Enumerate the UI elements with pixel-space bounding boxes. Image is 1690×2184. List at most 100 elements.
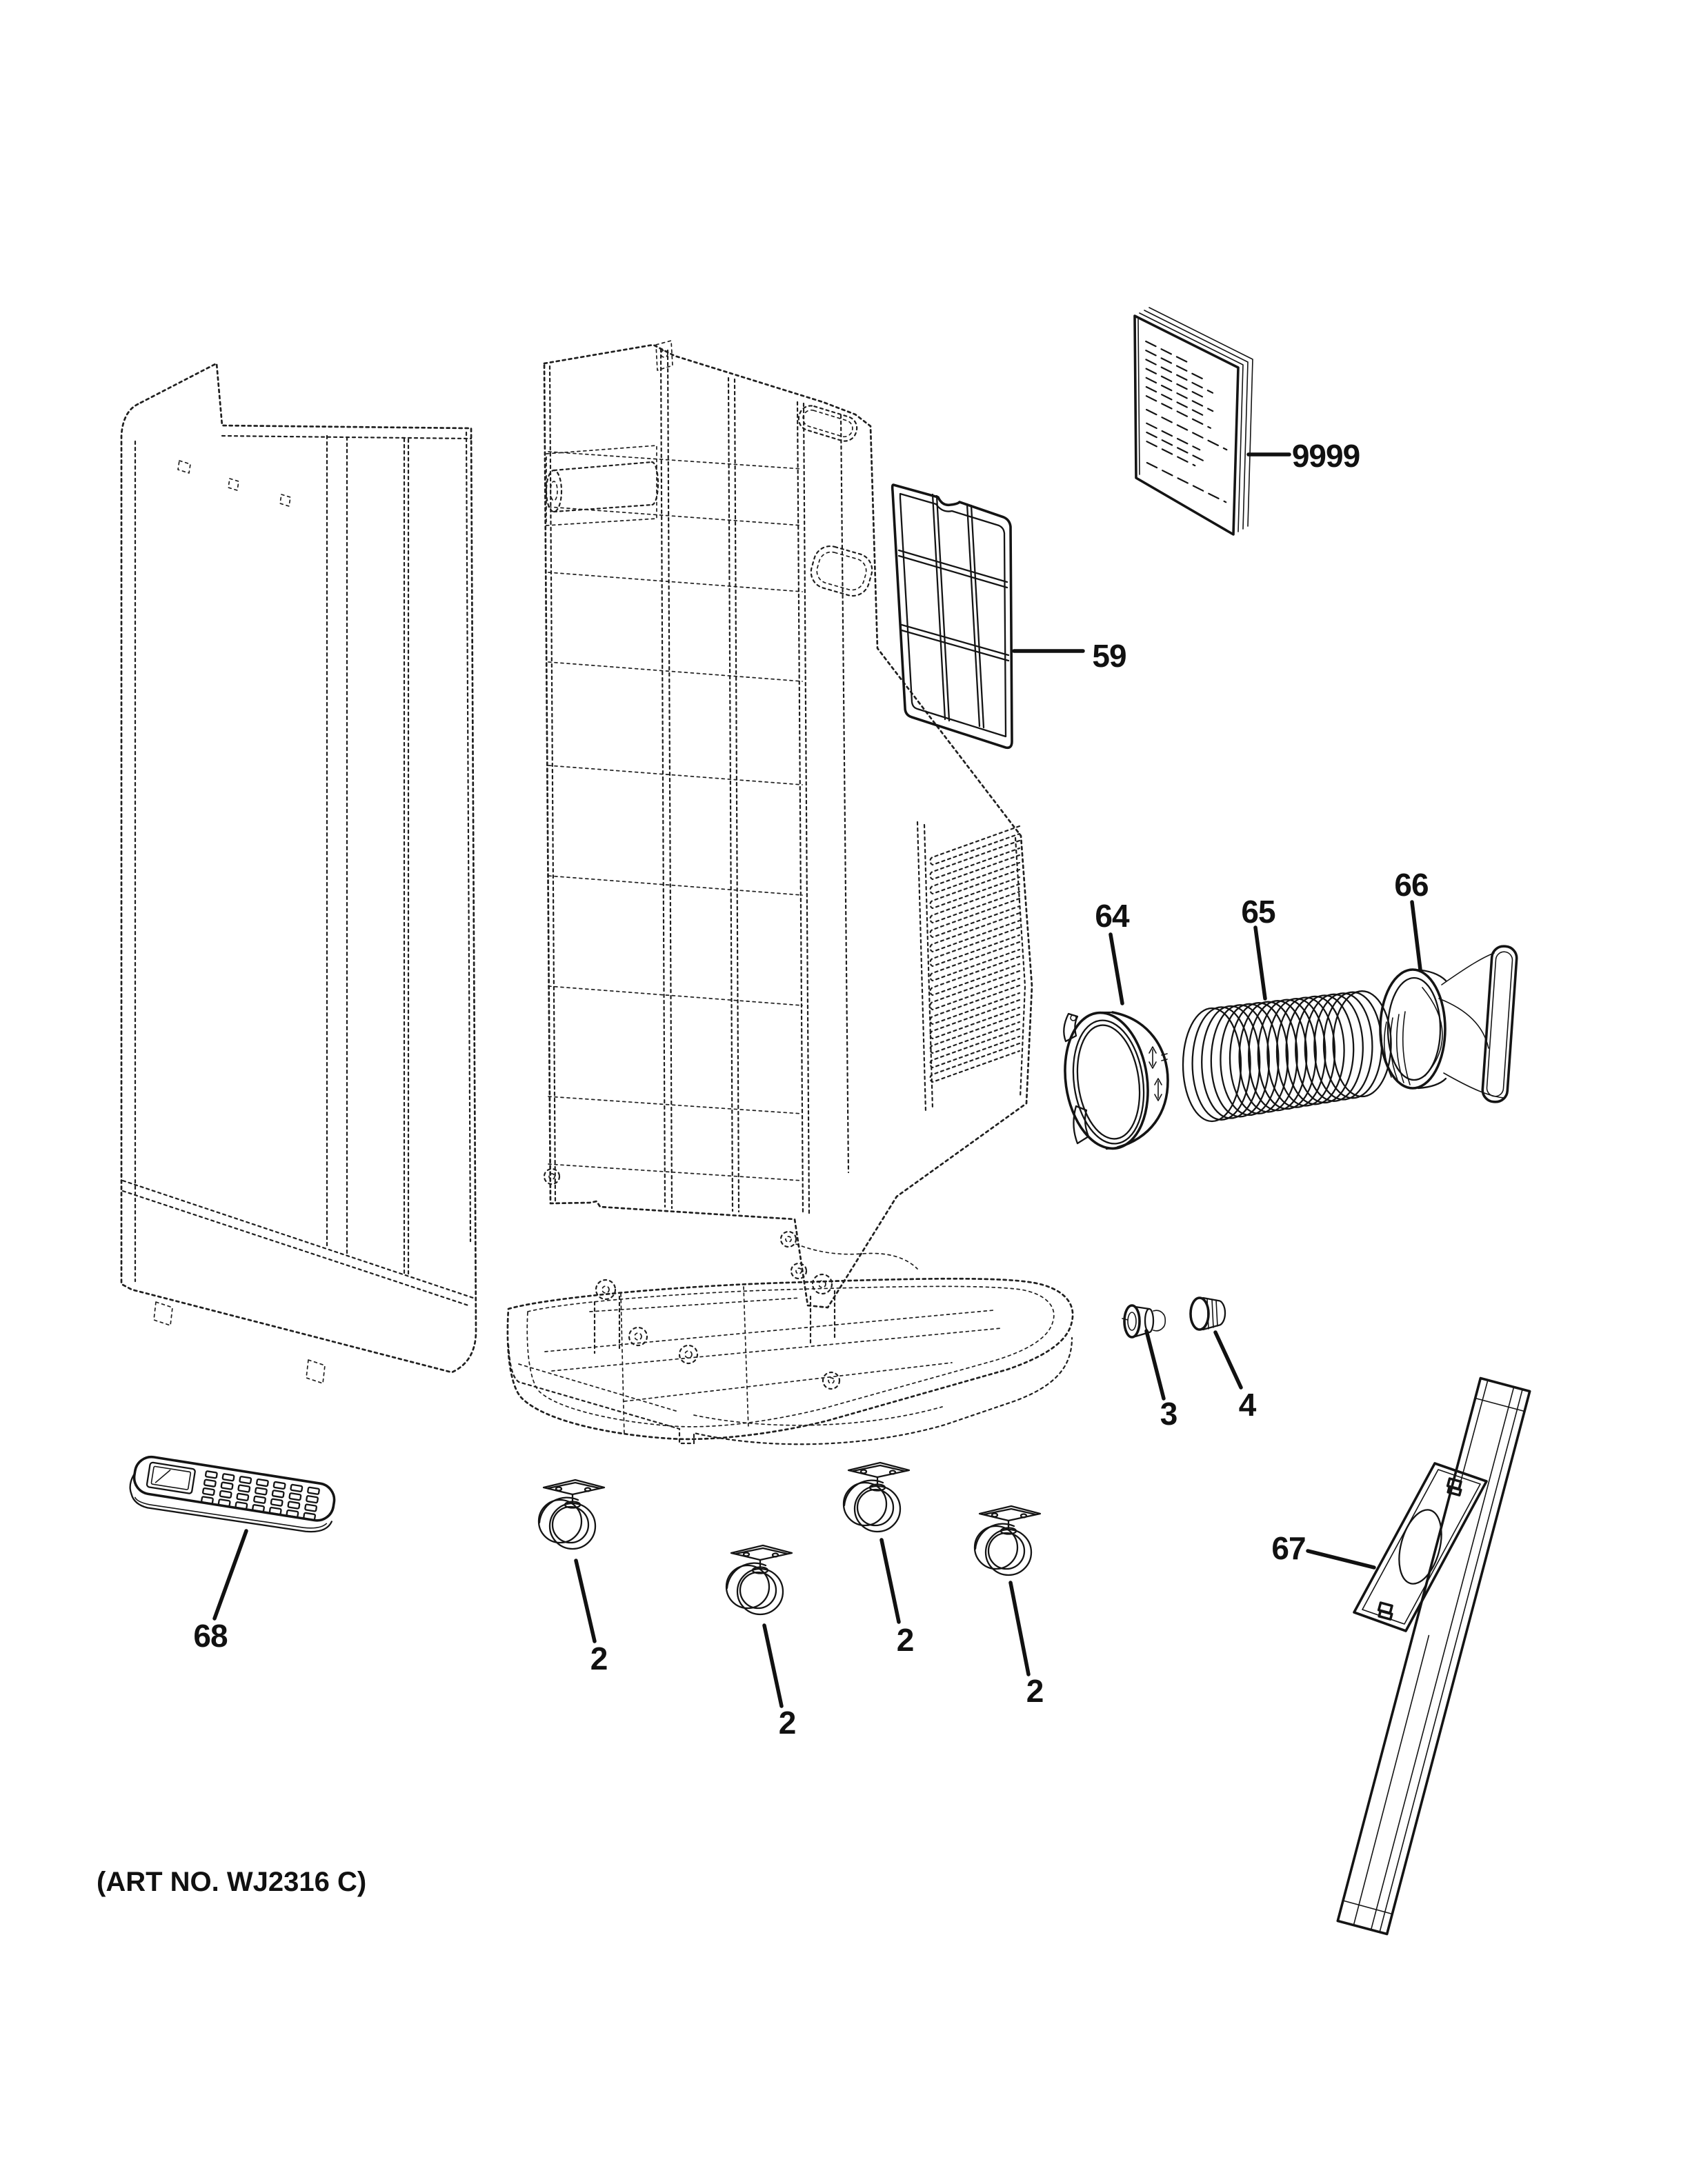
remote-button: [288, 1492, 302, 1501]
hose-ring: [1220, 1003, 1280, 1116]
caster-screw: [771, 1552, 779, 1558]
louver-slat: [929, 825, 1021, 866]
remote-button: [217, 1499, 231, 1507]
leader-line-68: [212, 1529, 248, 1621]
caster-screw: [859, 1469, 868, 1474]
remote-button: [203, 1479, 217, 1487]
grid-line: [548, 1163, 803, 1181]
leader-line-65: [1253, 925, 1267, 1001]
part-label-9999: 9999: [1292, 438, 1360, 474]
grid-line: [548, 572, 803, 592]
caster-front-wheel-rim: [739, 1571, 777, 1610]
louver-slat: [929, 941, 1021, 982]
caster-plate: [847, 1461, 911, 1479]
caster-front-wheel: [984, 1528, 1033, 1576]
hose-ring: [1295, 994, 1355, 1104]
manual-text-line: [1145, 340, 1190, 364]
hose-ring: [1191, 1006, 1251, 1121]
caster-screw: [888, 1470, 897, 1475]
caster-rear-wheel: [725, 1564, 771, 1610]
grid-line: [548, 985, 803, 1006]
rear-chassis-drawing: [543, 340, 1033, 1309]
caster-plate-edge: [852, 1464, 906, 1472]
caster-front-wheel: [853, 1485, 902, 1533]
remote-button: [304, 1503, 317, 1512]
owners-manual-drawing: [1133, 307, 1253, 536]
caster-screw: [991, 1512, 999, 1518]
remote-button: [237, 1484, 251, 1493]
hose-ring: [1248, 1000, 1308, 1112]
louver-slat: [929, 926, 1021, 968]
remote-button: [221, 1473, 235, 1482]
hose-ring: [1257, 999, 1317, 1110]
leader-line-4: [1213, 1330, 1243, 1390]
front-cabinet-panel-drawing: [120, 362, 477, 1384]
hose-ring: [1201, 1005, 1261, 1119]
remote-button: [286, 1509, 299, 1518]
grid-line: [548, 875, 803, 896]
art-number-text: (ART NO. WJ2316 C): [97, 1867, 366, 1897]
air-filter-drawing: [891, 483, 1013, 750]
remote-button: [201, 1496, 214, 1505]
louver-slat: [929, 839, 1021, 881]
caster-plate: [542, 1479, 606, 1496]
caster-screw: [1020, 1513, 1028, 1519]
caster-front-wheel: [736, 1567, 784, 1616]
louver-slat: [929, 955, 1021, 996]
leader-line-2c: [879, 1538, 901, 1624]
leader-line-64: [1109, 932, 1124, 1005]
caster-drawing-1: [537, 1479, 606, 1550]
part-label-64: 64: [1095, 898, 1130, 934]
remote-button: [239, 1476, 252, 1485]
part-label-2d: 2: [1026, 1673, 1044, 1709]
louver-slat: [929, 883, 1021, 924]
remote-button: [303, 1512, 317, 1521]
remote-control-drawing: [129, 1455, 336, 1533]
manual-text-line: [1146, 441, 1196, 467]
hose-ring: [1304, 993, 1364, 1102]
slider-clip-icon: [1446, 1477, 1462, 1496]
caster-front-wheel-rim: [856, 1488, 895, 1527]
remote-button: [235, 1501, 248, 1510]
hose-ring: [1266, 997, 1326, 1108]
hose-ring: [1275, 996, 1336, 1107]
caster-plate: [730, 1544, 793, 1561]
caster-plate-edge: [983, 1507, 1037, 1516]
manual-text-line: [1145, 385, 1206, 418]
caster-front-wheel-rim: [987, 1532, 1026, 1570]
louver-slat: [929, 984, 1021, 1025]
remote-button-grid: [201, 1470, 320, 1521]
manual-text-line: [1145, 395, 1212, 429]
chassis-grid-lines: [548, 451, 803, 1181]
manual-text-line: [1146, 422, 1201, 451]
part-label-2b: 2: [779, 1705, 796, 1741]
manual-text-line: [1145, 359, 1214, 394]
part-label-4: 4: [1239, 1387, 1257, 1423]
drain-cap-drawing: [1189, 1296, 1226, 1331]
leader-line-66: [1410, 900, 1422, 972]
part-label-68: 68: [193, 1618, 228, 1654]
louver-slat: [929, 897, 1021, 939]
window-slider-kit-drawing: [1336, 1376, 1531, 1936]
part-label-3: 3: [1160, 1396, 1177, 1432]
grid-line: [548, 765, 803, 785]
louver-slat: [929, 912, 1021, 953]
hose-ring: [1182, 1007, 1242, 1123]
louver-slat: [929, 970, 1021, 1011]
drain-plug-drawing: [1122, 1304, 1166, 1339]
caster-rear-wheel: [537, 1499, 583, 1544]
callout-labels: 9999 59 64 65 66 3 4 2 2 2 2 67 68: [193, 438, 1429, 1741]
part-label-65: 65: [1241, 894, 1275, 930]
part-label-2c: 2: [897, 1622, 914, 1658]
hose-ring: [1210, 1004, 1270, 1118]
part-label-59: 59: [1092, 638, 1126, 674]
hose-ring: [1229, 1002, 1289, 1114]
leader-line-67: [1306, 1549, 1376, 1570]
louver-slat: [929, 1013, 1021, 1054]
remote-button: [236, 1492, 250, 1501]
hose-ring: [1313, 992, 1373, 1101]
remote-button: [252, 1504, 265, 1513]
grid-line: [548, 506, 803, 526]
hose-connector-ring-drawing: [1063, 1011, 1169, 1150]
